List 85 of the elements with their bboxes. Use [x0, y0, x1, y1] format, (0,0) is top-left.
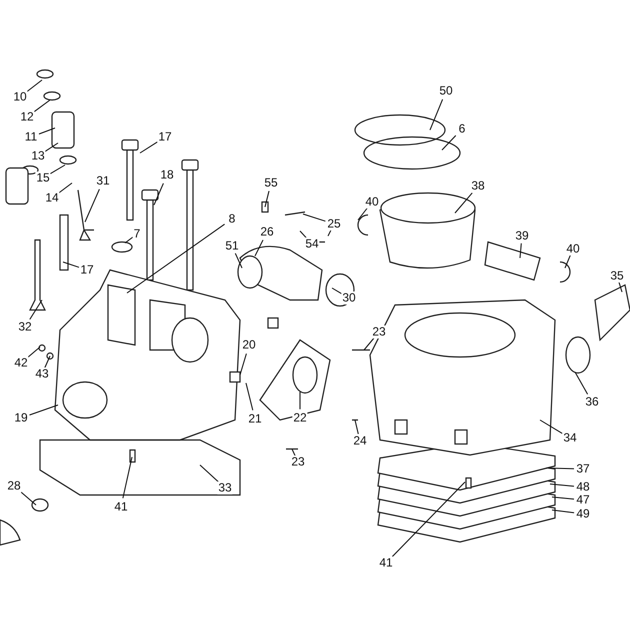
- callout-number: 21: [247, 412, 263, 426]
- callout-number: 30: [341, 292, 357, 304]
- callout-number: 12: [19, 110, 35, 124]
- callout-number: 40: [565, 242, 581, 256]
- leader-line: [264, 190, 270, 208]
- leader-line: [29, 300, 42, 320]
- callout-number: 26: [259, 226, 275, 238]
- callout-number: 7: [132, 228, 142, 240]
- leader-line: [254, 240, 264, 256]
- leader-line: [62, 262, 80, 268]
- callout-number: 41: [113, 500, 129, 514]
- callout-number: 35: [609, 270, 625, 282]
- callout-number: 24: [352, 434, 368, 448]
- leader-line: [442, 135, 456, 150]
- callout-number: 23: [290, 456, 306, 468]
- leader-line: [38, 128, 56, 134]
- leader-line: [26, 80, 42, 92]
- callout-number: 8: [228, 212, 236, 226]
- callout-number: 17: [157, 130, 173, 144]
- callout-number: 17: [79, 264, 95, 276]
- callout-number: 43: [34, 368, 50, 380]
- leader-line: [358, 208, 368, 220]
- leader-line: [20, 491, 36, 506]
- callout-number: 54: [304, 238, 320, 250]
- leader-line: [552, 496, 574, 500]
- leader-line: [140, 141, 158, 154]
- callout-number: 39: [514, 230, 530, 242]
- callout-number: 41: [378, 556, 394, 570]
- callout-number: 11: [24, 130, 38, 144]
- leader-line: [44, 142, 58, 152]
- leader-line: [124, 236, 134, 244]
- leader-line: [44, 356, 50, 368]
- callout-number: 47: [575, 494, 591, 506]
- callout-number: 13: [30, 150, 46, 162]
- callout-number: 28: [6, 480, 22, 492]
- callout-number: 38: [470, 180, 486, 192]
- leader-line: [302, 214, 326, 222]
- callout-number: 40: [364, 196, 380, 208]
- callout-number: 15: [35, 172, 51, 184]
- callout-number: 14: [44, 192, 60, 204]
- callout-number: 18: [159, 168, 175, 182]
- callout-number: 42: [13, 356, 29, 370]
- leader-line: [550, 484, 574, 487]
- callout-number: 32: [17, 320, 33, 334]
- callout-number: 22: [292, 412, 308, 424]
- callout-number: 36: [584, 396, 600, 408]
- leader-line: [520, 242, 522, 258]
- leader-line: [246, 382, 254, 411]
- callout-number: 37: [575, 462, 591, 476]
- leader-line: [200, 464, 219, 482]
- leader-line: [546, 468, 574, 470]
- callout-number: 33: [217, 482, 233, 494]
- leader-line: [84, 188, 100, 222]
- callout-number: 23: [371, 326, 387, 338]
- callout-number: 31: [95, 174, 111, 188]
- leader-line: [354, 420, 359, 434]
- leader-line: [126, 224, 226, 294]
- leader-line: [364, 338, 374, 350]
- callout-number: 34: [562, 432, 578, 444]
- leader-line: [234, 252, 242, 268]
- callout-number: 20: [241, 338, 257, 352]
- callout-number: 49: [575, 508, 591, 520]
- leader-line: [29, 404, 58, 416]
- callout-number: 19: [13, 412, 29, 424]
- callout-number: 6: [458, 122, 466, 136]
- leader-line: [540, 420, 563, 434]
- leader-line: [50, 164, 66, 174]
- leader-line: [574, 372, 588, 395]
- callout-number: 55: [263, 176, 279, 190]
- leader-line: [430, 98, 444, 130]
- leader-line: [154, 182, 164, 206]
- leader-line: [392, 482, 466, 558]
- callout-number: 51: [224, 240, 240, 252]
- leader-line: [552, 510, 575, 514]
- leader-line: [564, 254, 571, 268]
- leader-line: [240, 353, 247, 376]
- leader-line: [34, 100, 50, 112]
- leader-line: [26, 346, 40, 358]
- leader-line: [618, 280, 622, 292]
- leader-line: [58, 182, 72, 194]
- leader-line: [122, 456, 132, 499]
- callout-number: 10: [12, 90, 28, 104]
- callout-number: 50: [438, 84, 454, 98]
- callout-number: 48: [575, 480, 591, 494]
- callout-number: 25: [326, 218, 342, 230]
